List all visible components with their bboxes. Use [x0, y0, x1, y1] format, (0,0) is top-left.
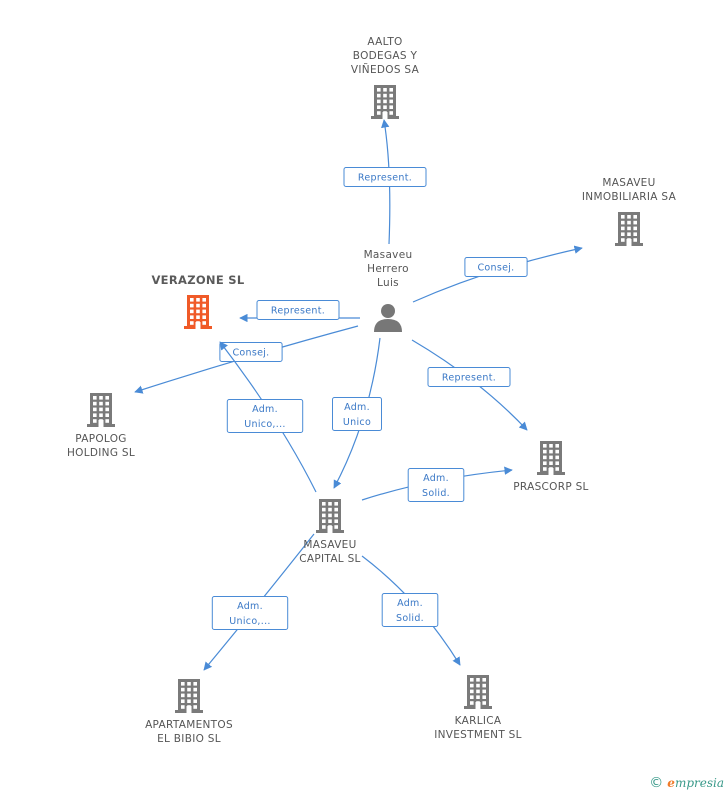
edge-label-box[interactable] — [226, 399, 304, 433]
node-karlica[interactable]: KARLICA INVESTMENT SL — [434, 675, 522, 741]
node-label: EL BIBIO SL — [157, 733, 221, 745]
brand-logo[interactable]: empresia — [667, 776, 724, 790]
node-masaveu_capital[interactable]: MASAVEU CAPITAL SL — [299, 499, 360, 565]
edge-label-text: Represent. — [358, 173, 412, 184]
edge-label-text: Solid. — [396, 613, 424, 624]
edge-label-box[interactable] — [219, 342, 283, 362]
edge-person-to-masaveu_inmo: Consej. — [412, 245, 583, 303]
edge-label-box[interactable] — [256, 300, 340, 320]
edge-label-text: Unico,... — [229, 616, 270, 627]
edge-label-box[interactable] — [381, 593, 439, 627]
building-icon — [537, 441, 565, 475]
node-label: PRASCORP SL — [513, 481, 588, 493]
node-label: CAPITAL SL — [299, 553, 360, 565]
edge-label-text: Adm. — [252, 404, 278, 415]
building-icon — [371, 85, 399, 119]
edge-masaveu_capital-to-apartamentos: Adm. Unico,... — [203, 533, 315, 671]
edge-label-box[interactable] — [464, 257, 528, 277]
edge-label-text: Solid. — [422, 488, 450, 499]
building-icon — [184, 295, 212, 329]
node-label: Luis — [377, 277, 399, 289]
edge-label-text: Unico — [343, 417, 371, 428]
building-icon — [464, 675, 492, 709]
edge-label-box[interactable] — [343, 167, 427, 187]
edge-label-text: Consej. — [477, 263, 514, 274]
edges-layer: Represent. Consej. Represent. Consej. Repres… — [134, 119, 583, 671]
edge-person-to-prascorp: Represent. — [411, 339, 528, 431]
node-masaveu_inmo[interactable]: MASAVEU INMOBILIARIA SA — [582, 177, 677, 246]
node-apartamentos[interactable]: APARTAMENTOS EL BIBIO SL — [145, 679, 233, 745]
node-label: MASAVEU — [303, 539, 356, 551]
node-prascorp[interactable]: PRASCORP SL — [513, 441, 588, 493]
node-label: INVESTMENT SL — [434, 729, 522, 741]
node-label: Herrero — [367, 263, 409, 275]
edge-masaveu_capital-to-verazone: Adm. Unico,... — [219, 341, 317, 493]
node-label: MASAVEU — [602, 177, 655, 189]
node-label: VERAZONE SL — [151, 273, 244, 287]
person-icon — [374, 304, 402, 332]
node-label: BODEGAS Y — [353, 50, 418, 62]
edge-label-box[interactable] — [332, 397, 382, 431]
footer-brand: ©empresia — [649, 775, 724, 791]
edge-label-text: Adm. — [237, 601, 263, 612]
edge-label-text: Adm. — [397, 598, 423, 609]
node-label: HOLDING SL — [67, 447, 135, 459]
edge-masaveu_capital-to-karlica: Adm. Solid. — [361, 555, 461, 666]
edge-label-box[interactable] — [427, 367, 511, 387]
node-label: APARTAMENTOS — [145, 719, 233, 731]
edge-label-box[interactable] — [407, 468, 465, 502]
edge-label-box[interactable] — [211, 596, 289, 630]
node-verazone[interactable]: VERAZONE SL — [151, 273, 245, 329]
node-label: KARLICA — [455, 715, 502, 727]
building-icon — [615, 212, 643, 246]
node-label: VIÑEDOS SA — [351, 63, 420, 76]
node-label: Masaveu — [364, 249, 413, 261]
edge-label-text: Adm. — [344, 402, 370, 413]
edge-label-text: Adm. — [423, 473, 449, 484]
edge-person-to-verazone: Represent. — [239, 300, 360, 323]
edge-label-text: Represent. — [442, 373, 496, 384]
node-label: PAPOLOG — [75, 433, 126, 445]
edge-masaveu_capital-to-prascorp: Adm. Solid. — [361, 466, 513, 502]
node-label: AALTO — [367, 36, 402, 48]
edge-person-to-papolog: Consej. — [134, 325, 359, 394]
building-icon — [87, 393, 115, 427]
copyright-icon: © — [649, 775, 664, 791]
edge-label-text: Unico,... — [244, 419, 285, 430]
edge-person-to-masaveu_capital: Adm. Unico — [332, 337, 382, 489]
edge-label-text: Represent. — [271, 306, 325, 317]
edge-label-text: Consej. — [232, 348, 269, 359]
edge-person-to-aalto: Represent. — [343, 119, 427, 245]
building-icon — [175, 679, 203, 713]
building-icon — [316, 499, 344, 533]
node-label: INMOBILIARIA SA — [582, 191, 677, 203]
node-papolog[interactable]: PAPOLOG HOLDING SL — [67, 393, 135, 459]
